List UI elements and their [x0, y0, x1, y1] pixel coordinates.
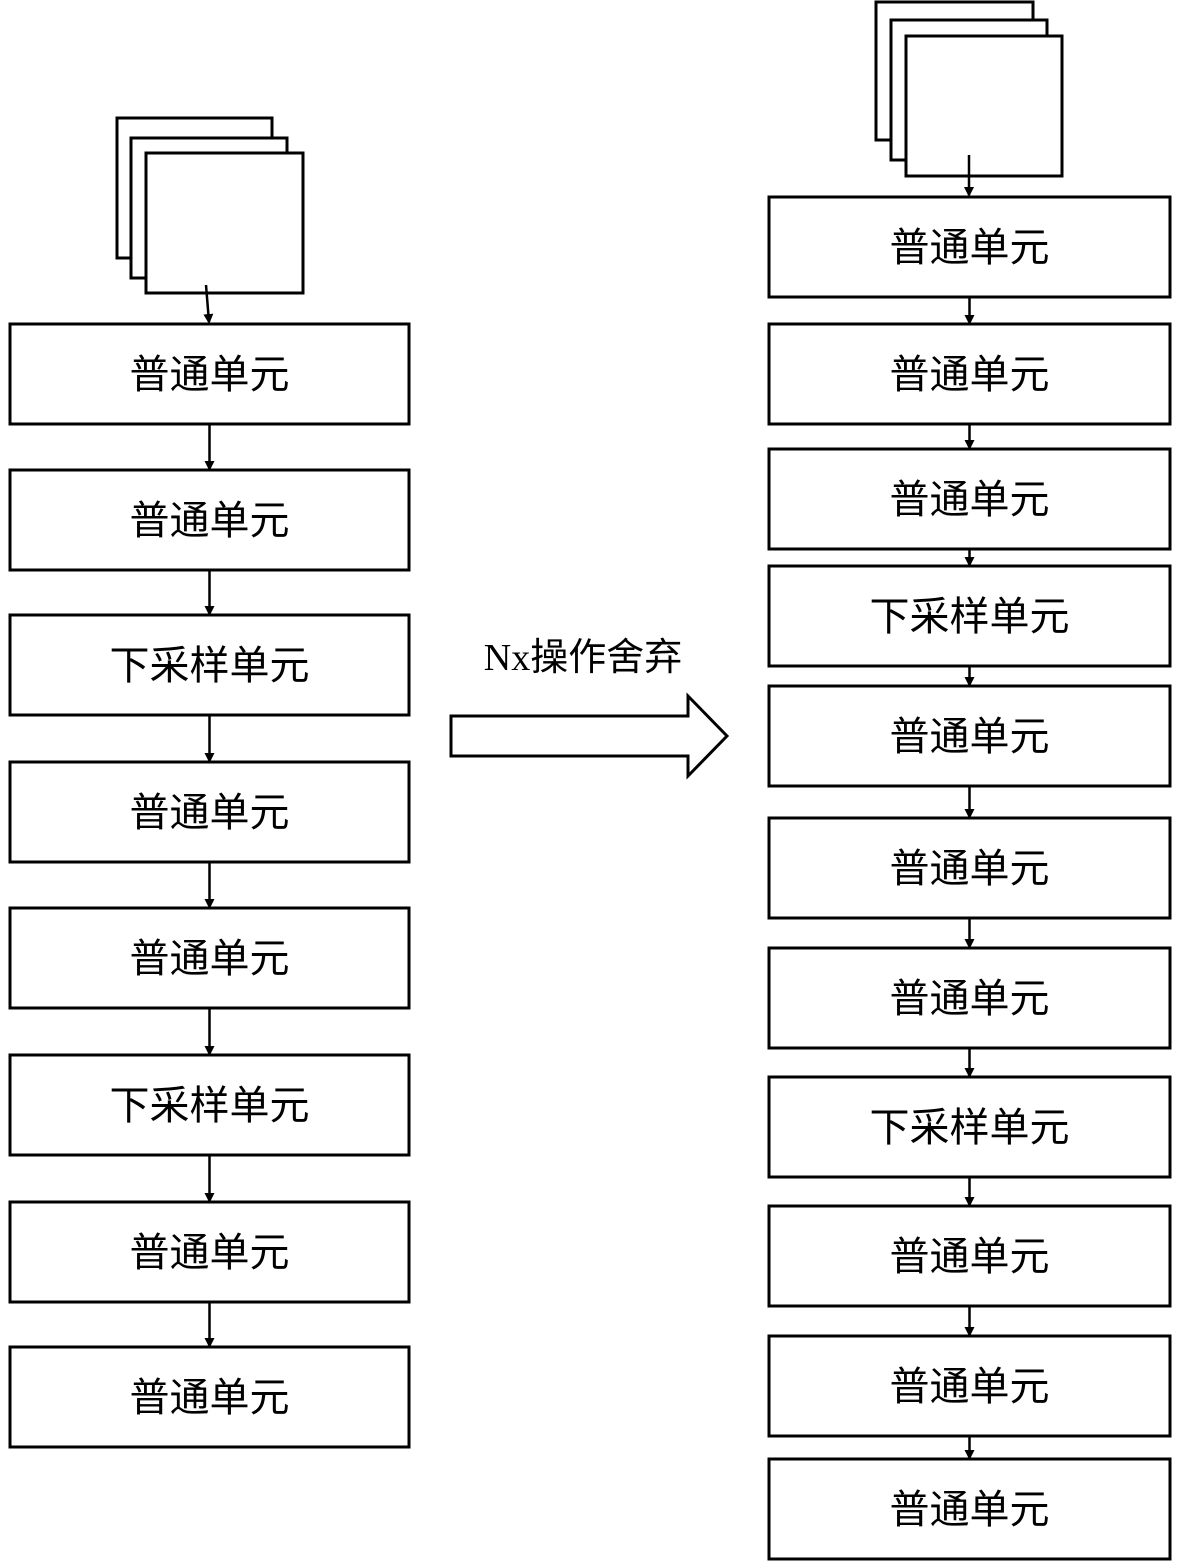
- right-unit-7: 普通单元: [767, 946, 1172, 1078]
- normal-unit-box: [767, 322, 1172, 426]
- right-input-stack-icon: [874, 0, 1064, 197]
- unit-label: 下采样单元: [110, 1083, 310, 1129]
- unit-label: 下采样单元: [870, 594, 1070, 640]
- normal-unit-box: [8, 1200, 411, 1304]
- downsample-unit-box: [8, 1053, 411, 1157]
- right-unit-11: 普通单元: [767, 1457, 1172, 1561]
- left-unit-8: 普通单元: [8, 1345, 411, 1449]
- unit-label: 普通单元: [130, 1230, 290, 1276]
- right-unit-5: 普通单元: [767, 684, 1172, 819]
- unit-label: 普通单元: [130, 1375, 290, 1421]
- downsample-unit-box: [8, 613, 411, 717]
- right-unit-4: 下采样单元: [767, 564, 1172, 687]
- unit-label: 普通单元: [890, 1234, 1050, 1280]
- left-unit-6: 下采样单元: [8, 1053, 411, 1203]
- unit-label: 普通单元: [890, 1487, 1050, 1533]
- normal-unit-box: [767, 447, 1172, 551]
- left-unit-2: 普通单元: [8, 468, 411, 616]
- left-unit-3: 下采样单元: [8, 613, 411, 763]
- left-unit-7: 普通单元: [8, 1200, 411, 1348]
- right-unit-9: 普通单元: [767, 1204, 1172, 1337]
- transform-arrow-icon: [449, 692, 730, 780]
- unit-label: 普通单元: [890, 477, 1050, 523]
- unit-label: 普通单元: [890, 714, 1050, 760]
- unit-label: 普通单元: [130, 936, 290, 982]
- normal-unit-box: [767, 1334, 1172, 1438]
- right-unit-3: 普通单元: [767, 447, 1172, 567]
- unit-label: 普通单元: [890, 352, 1050, 398]
- normal-unit-box: [8, 1345, 411, 1449]
- unit-label: 下采样单元: [110, 643, 310, 689]
- normal-unit-box: [767, 195, 1172, 299]
- normal-unit-box: [767, 684, 1172, 788]
- normal-unit-box: [8, 322, 411, 426]
- right-unit-10: 普通单元: [767, 1334, 1172, 1460]
- unit-label: 普通单元: [890, 225, 1050, 271]
- normal-unit-box: [767, 1457, 1172, 1561]
- right-unit-1: 普通单元: [767, 195, 1172, 325]
- right-unit-2: 普通单元: [767, 322, 1172, 450]
- normal-unit-box: [8, 760, 411, 864]
- left-unit-1: 普通单元: [8, 322, 411, 471]
- unit-label: 普通单元: [130, 790, 290, 836]
- unit-label: 下采样单元: [870, 1105, 1070, 1151]
- unit-label: 普通单元: [890, 846, 1050, 892]
- transform-label: Nx操作舍弃: [484, 637, 682, 679]
- left-unit-5: 普通单元: [8, 906, 411, 1056]
- normal-unit-box: [767, 1204, 1172, 1308]
- downsample-unit-box: [767, 564, 1172, 668]
- unit-label: 普通单元: [890, 976, 1050, 1022]
- left-input-stack-icon: [115, 116, 305, 324]
- unit-label: 普通单元: [130, 498, 290, 544]
- right-unit-8: 下采样单元: [767, 1075, 1172, 1207]
- normal-unit-box: [767, 946, 1172, 1050]
- unit-label: 普通单元: [130, 352, 290, 398]
- downsample-unit-box: [767, 1075, 1172, 1179]
- right-column: 普通单元普通单元普通单元下采样单元普通单元普通单元普通单元下采样单元普通单元普通…: [767, 195, 1172, 1561]
- left-unit-4: 普通单元: [8, 760, 411, 909]
- unit-label: 普通单元: [890, 1364, 1050, 1410]
- right-unit-6: 普通单元: [767, 816, 1172, 949]
